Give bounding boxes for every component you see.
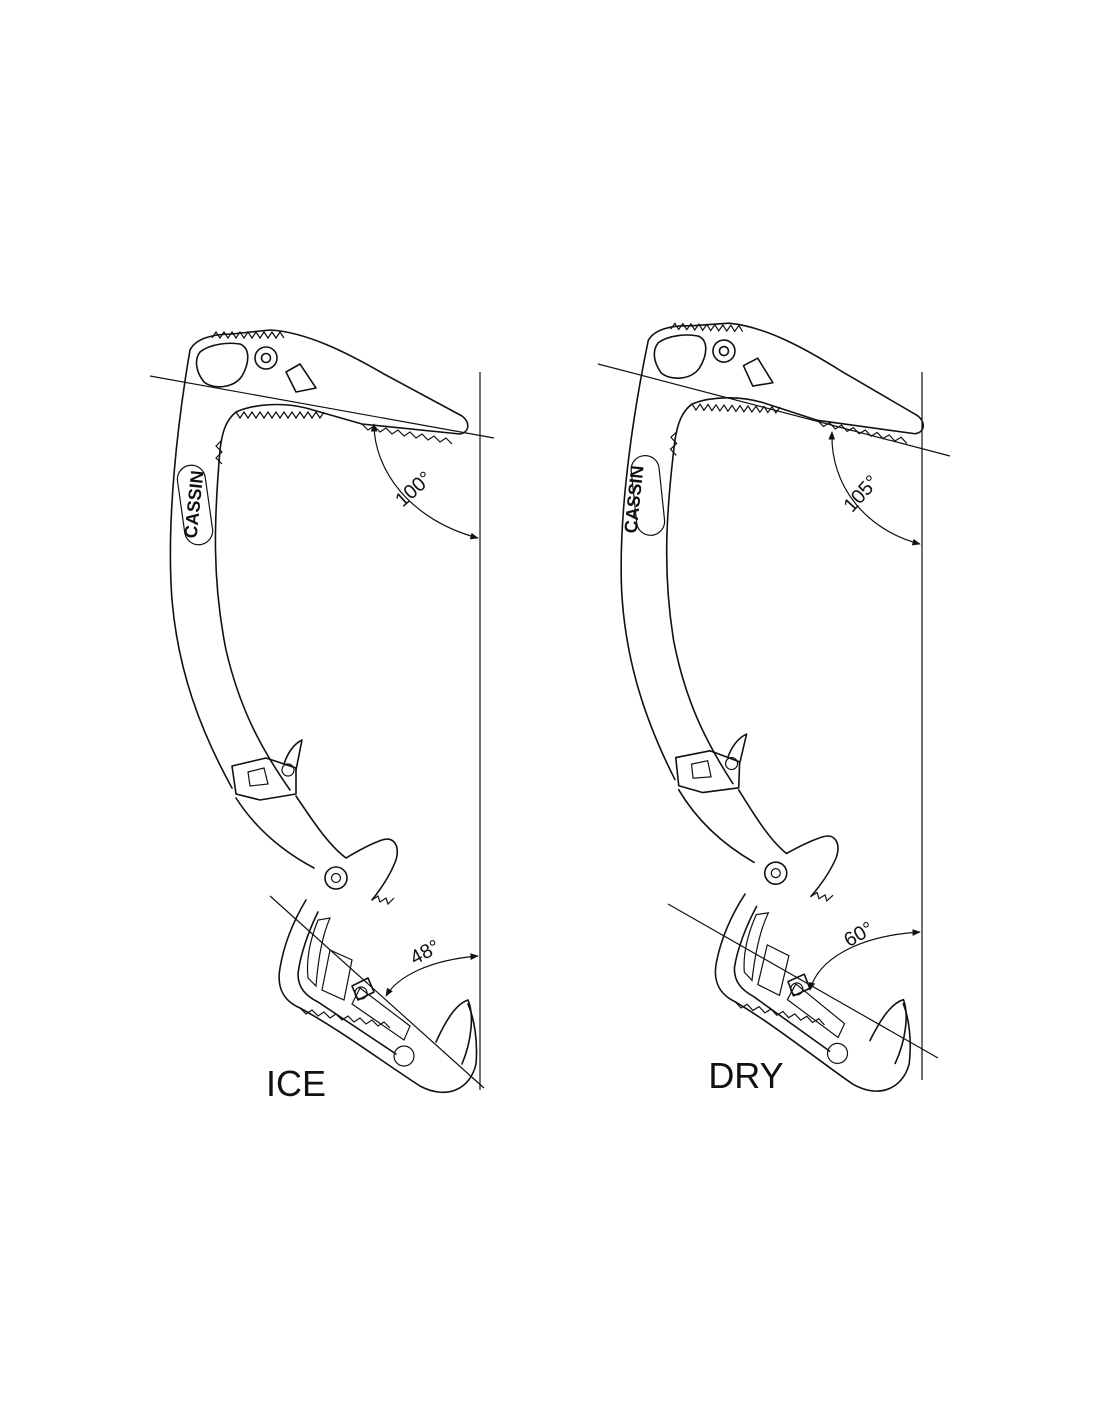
ice-grip-angle-label: 48° xyxy=(407,936,444,970)
dry-pick-axis-line xyxy=(597,363,951,457)
dry-tool-drawing xyxy=(601,318,937,1094)
ice-pick-angle-arc xyxy=(370,423,479,540)
ice-grip-axis-line xyxy=(269,895,485,1089)
dry-grip-angle-arc xyxy=(808,929,921,991)
dry-grip-axis-line xyxy=(667,903,939,1059)
ice-mode-label: ICE xyxy=(266,1063,326,1104)
ice-tool-drawing xyxy=(169,329,478,1094)
ice-panel: 100° 48° CASSIN ICE xyxy=(149,329,495,1104)
dry-brand-label: CASSIN xyxy=(621,465,648,535)
dry-panel: 105° 60° CASSIN DRY xyxy=(597,318,951,1096)
ice-brand-label: CASSIN xyxy=(181,470,208,540)
dry-pick-angle-arc xyxy=(828,431,921,546)
ice-grip-angle-arc xyxy=(385,953,479,997)
dry-mode-label: DRY xyxy=(708,1055,783,1096)
dry-grip-angle-label: 60° xyxy=(840,918,877,952)
ice-pick-axis-line xyxy=(149,375,495,439)
dry-pick-angle-label: 105° xyxy=(840,471,884,516)
